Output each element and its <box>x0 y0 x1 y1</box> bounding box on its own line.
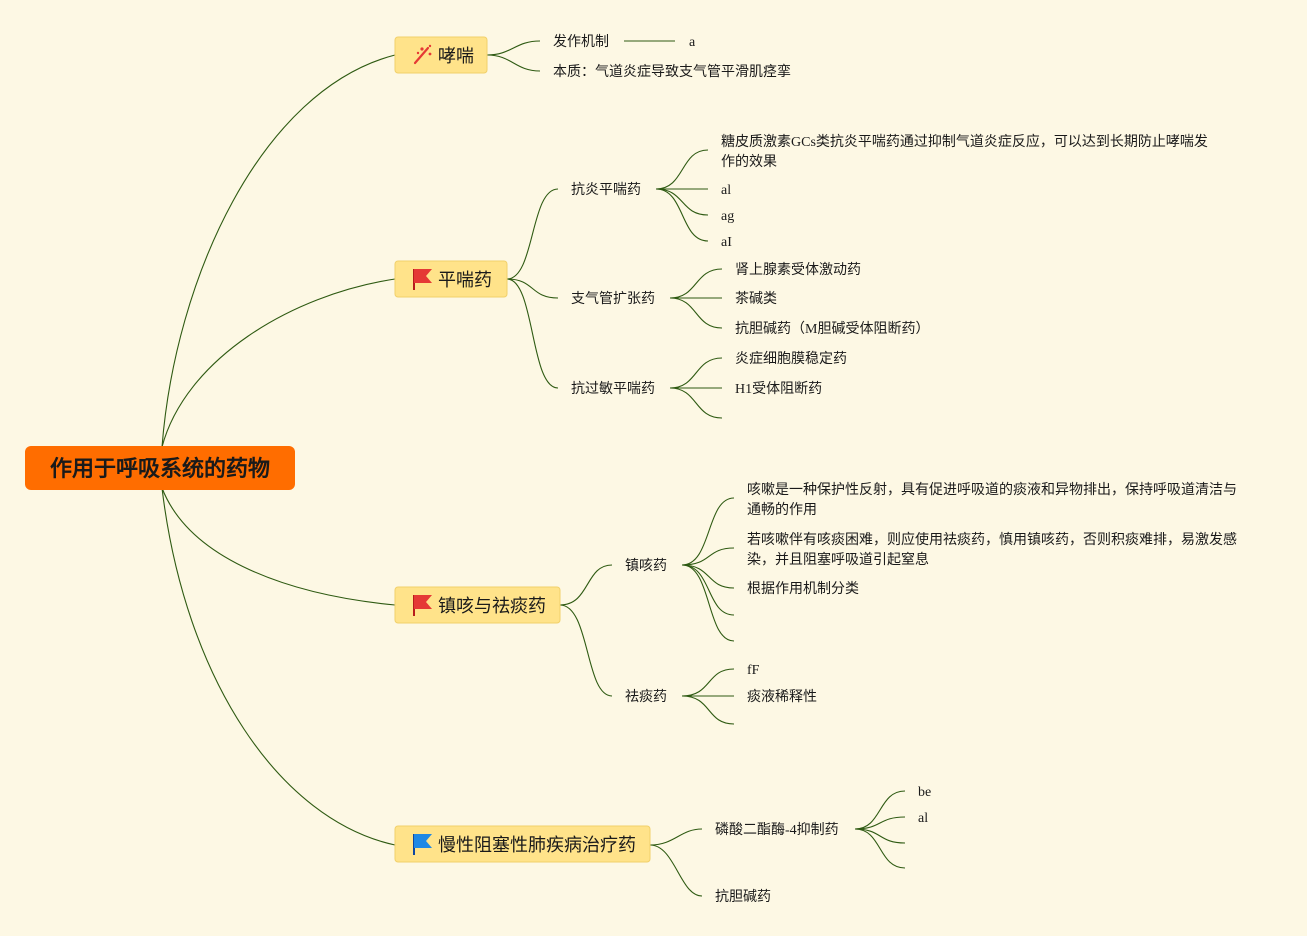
root-label: 作用于呼吸系统的药物 <box>50 456 270 481</box>
node-cough-reflex[interactable]: 咳嗽是一种保护性反射，具有促进呼吸道的痰液和异物排出，保持呼吸道清洁与 通畅的作… <box>747 482 1241 518</box>
edge-cough-to-classification <box>681 564 735 589</box>
node-copd-anticholinergic[interactable]: 抗胆碱药 <box>715 889 771 905</box>
node-cough-caution-line2: 染，并且阻塞呼吸道引起窒息 <box>747 551 929 568</box>
edge-cough-to-reflex <box>681 497 735 566</box>
edge-bronchodilator-to-anticholinergic <box>669 297 723 329</box>
node-asthma-essence[interactable]: 本质：气道炎症导致支气管平滑肌痉挛 <box>553 63 791 80</box>
node-onset-mechanism-child-a[interactable]: a <box>689 35 696 50</box>
sparkle-icon <box>413 44 432 65</box>
red-flag-icon <box>413 269 432 290</box>
edge-antiallergic-to-empty <box>669 387 723 419</box>
edge-root-to-copd <box>161 487 396 846</box>
edge-antitussive-to-expectorant <box>559 604 613 697</box>
root-node[interactable]: 作用于呼吸系统的药物 <box>25 446 295 490</box>
node-anti-inflammatory[interactable]: 抗炎平喘药 <box>571 181 641 198</box>
branch-copd-label: 慢性阻塞性肺疾病治疗药 <box>438 835 636 855</box>
branch-antiasthmatic-label: 平喘药 <box>438 270 492 290</box>
edge-pde4-to-be <box>854 790 906 830</box>
edge-asthma-to-essence <box>486 54 541 72</box>
node-al[interactable]: al <box>721 183 731 198</box>
edge-root-to-antitussive <box>161 487 396 606</box>
node-cough-reflex-line2: 通畅的作用 <box>747 502 817 518</box>
branch-asthma[interactable]: 哮喘 <box>394 36 488 74</box>
node-onset-mechanism[interactable]: 发作机制 <box>553 34 609 50</box>
edge-antitussive-to-cough <box>559 564 613 606</box>
edge-asthma-to-mechanism <box>486 40 541 56</box>
node-antitussive[interactable]: 镇咳药 <box>625 558 667 574</box>
edge-pde4-to-empty-1 <box>854 828 906 844</box>
node-anticholinergic-m[interactable]: 抗胆碱药（M胆碱受体阻断药） <box>735 321 929 337</box>
node-ag[interactable]: ag <box>721 209 734 224</box>
edge-copd-to-anticholinergic <box>649 844 703 897</box>
node-ff[interactable]: fF <box>747 663 760 678</box>
edge-anti-inflammatory-to-gcs <box>655 149 709 190</box>
edge-anti-inflammatory-to-aI <box>655 188 709 242</box>
node-aI[interactable]: aI <box>721 235 732 250</box>
node-classification-by-mechanism[interactable]: 根据作用机制分类 <box>747 581 859 597</box>
node-gcs-description-line1: 糖皮质激素GCs类抗炎平喘药通过抑制气道炎症反应，可以达到长期防止哮喘发 <box>721 133 1208 150</box>
branch-asthma-label: 哮喘 <box>438 46 474 66</box>
edge-antiasthmatic-to-bronchodilator <box>506 278 559 299</box>
branch-antitussive-expectorant[interactable]: 镇咳与祛痰药 <box>394 586 561 624</box>
edge-anti-inflammatory-to-ag <box>655 188 709 216</box>
edge-expectorant-to-empty <box>681 695 735 725</box>
node-cough-caution-line1: 若咳嗽伴有咳痰困难，则应使用祛痰药，慎用镇咳药，否则积痰难排，易激发感 <box>747 531 1237 548</box>
edge-copd-to-pde4 <box>649 828 703 846</box>
branch-copd[interactable]: 慢性阻塞性肺疾病治疗药 <box>394 825 651 863</box>
connectors <box>161 40 906 897</box>
node-cough-caution[interactable]: 若咳嗽伴有咳痰困难，则应使用祛痰药，慎用镇咳药，否则积痰难排，易激发感 染，并且… <box>747 531 1241 568</box>
node-pde4-inhibitor[interactable]: 磷酸二酯酶-4抑制药 <box>715 822 839 838</box>
node-bronchodilator[interactable]: 支气管扩张药 <box>571 291 655 307</box>
branch-antiasthmatic[interactable]: 平喘药 <box>394 260 508 298</box>
red-flag-icon <box>413 595 432 616</box>
edge-bronchodilator-to-adrenergic <box>669 268 723 299</box>
node-cough-reflex-line1: 咳嗽是一种保护性反射，具有促进呼吸道的痰液和异物排出，保持呼吸道清洁与 <box>747 482 1237 498</box>
node-gcs-description[interactable]: 糖皮质激素GCs类抗炎平喘药通过抑制气道炎症反应，可以达到长期防止哮喘发 作的效… <box>721 133 1211 170</box>
blue-flag-icon <box>413 834 432 855</box>
edge-cough-to-empty-1 <box>681 564 735 616</box>
node-theophylline[interactable]: 茶碱类 <box>735 291 777 307</box>
node-adrenergic-agonist[interactable]: 肾上腺素受体激动药 <box>735 261 861 278</box>
edge-root-to-asthma <box>161 54 396 448</box>
node-sputum-diluent[interactable]: 痰液稀释性 <box>747 689 817 705</box>
edge-antiallergic-to-mast-cell <box>669 357 723 389</box>
node-h1-blocker[interactable]: H1受体阻断药 <box>735 381 822 397</box>
edge-pde4-to-al <box>854 816 906 830</box>
edge-expectorant-to-ff <box>681 668 735 697</box>
node-gcs-description-line2: 作的效果 <box>721 154 777 170</box>
node-pde4-al[interactable]: al <box>918 811 928 826</box>
edge-pde4-to-empty-2 <box>854 828 906 869</box>
node-antiallergic[interactable]: 抗过敏平喘药 <box>571 380 655 397</box>
branch-antitussive-expectorant-label: 镇咳与祛痰药 <box>438 596 546 616</box>
node-be[interactable]: be <box>918 785 931 800</box>
edge-cough-to-caution <box>681 547 735 566</box>
edge-cough-to-empty-2 <box>681 564 735 642</box>
node-mast-cell-stabilizer[interactable]: 炎症细胞膜稳定药 <box>735 351 847 367</box>
edge-antiasthmatic-to-antiallergic <box>506 278 559 389</box>
node-expectorant[interactable]: 祛痰药 <box>625 689 667 705</box>
edge-root-to-antiasthmatic <box>161 278 396 448</box>
edge-antiasthmatic-to-anti-inflammatory <box>506 188 559 280</box>
